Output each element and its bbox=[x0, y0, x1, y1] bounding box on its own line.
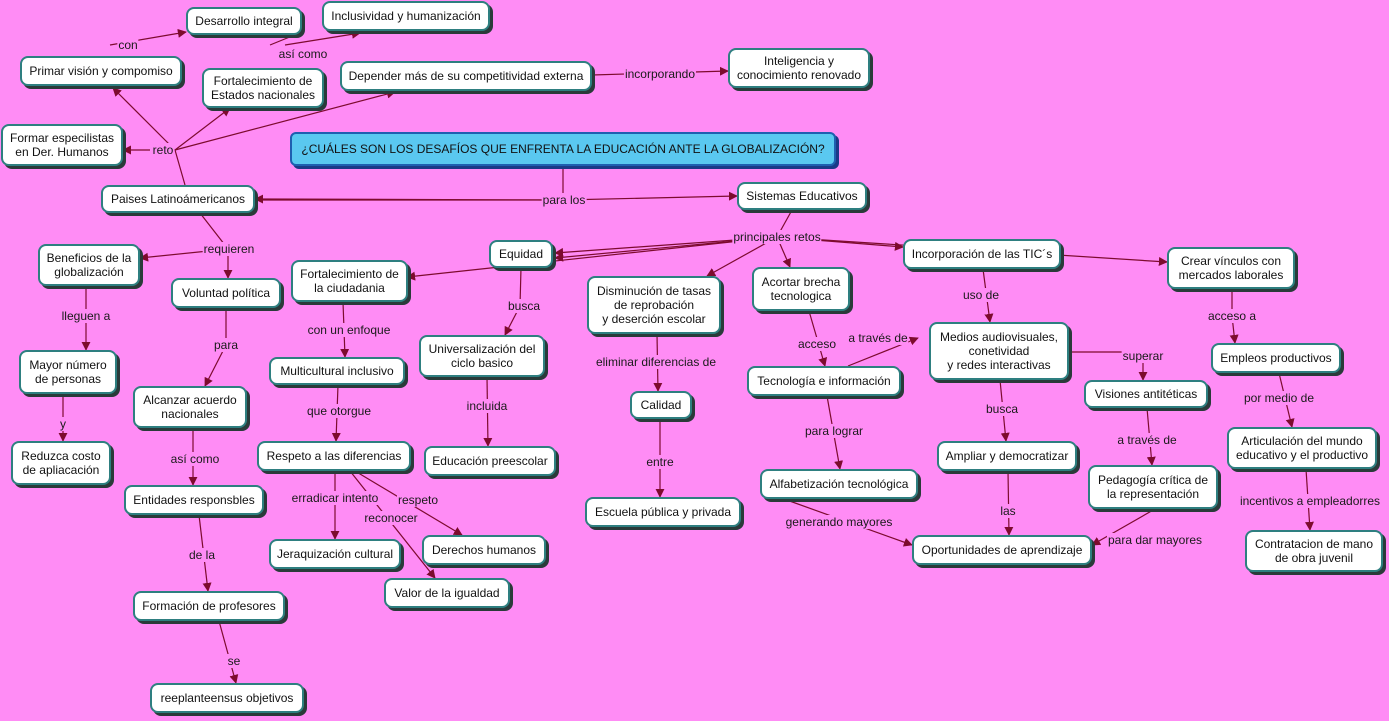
connector-line bbox=[174, 149, 186, 186]
label-de-la: de la bbox=[187, 548, 217, 562]
label-con: con bbox=[117, 38, 139, 52]
connector-line bbox=[562, 191, 738, 201]
label-acceso-2: acceso a bbox=[1206, 309, 1258, 323]
connector-line bbox=[218, 620, 239, 684]
node-tecnologia[interactable]: Tecnología e información bbox=[747, 366, 901, 396]
connector-line bbox=[174, 89, 396, 151]
node-paises-latinoamericanos[interactable]: Paises Latinoámericanos bbox=[101, 185, 255, 213]
label-a-traves-de-2: a través de bbox=[1116, 433, 1178, 447]
node-visiones[interactable]: Visiones antitéticas bbox=[1084, 380, 1208, 408]
label-incluida: incluida bbox=[465, 399, 509, 413]
label-principales-retos: principales retos bbox=[732, 230, 822, 244]
connector-line bbox=[406, 236, 778, 281]
node-desarrollo-integral[interactable]: Desarrollo integral bbox=[186, 7, 302, 35]
label-las: las bbox=[999, 504, 1017, 518]
label-asi-como-2: así como bbox=[169, 452, 221, 466]
node-primar-vision[interactable]: Primar visión y compomiso bbox=[20, 56, 182, 86]
node-formacion-profesores[interactable]: Formación de profesores bbox=[133, 591, 285, 621]
label-para-dar: para dar mayores bbox=[1106, 533, 1204, 547]
connector-line bbox=[254, 194, 564, 204]
label-incorporando: incorporando bbox=[623, 67, 697, 81]
node-pedagogia[interactable]: Pedagogía crítica de la representación bbox=[1088, 465, 1218, 509]
label-superar: superar bbox=[1121, 349, 1165, 363]
node-alfabetizacion[interactable]: Alfabetización tecnológica bbox=[760, 469, 918, 499]
node-entidades[interactable]: Entidades responsbles bbox=[124, 485, 264, 515]
main-question-node[interactable]: ¿CUÁLES SON LOS DESAFÍOS QUE ENFRENTA LA… bbox=[290, 132, 836, 166]
label-respeto: respeto bbox=[396, 493, 440, 507]
node-alcanzar-acuerdo[interactable]: Alcanzar acuerdo nacionales bbox=[133, 386, 247, 428]
node-replanteen[interactable]: reeplanteensus objetivos bbox=[150, 683, 304, 713]
label-con-un-enfoque: con un enfoque bbox=[306, 323, 392, 337]
node-educacion-preescolar[interactable]: Educación preescolar bbox=[424, 446, 556, 476]
label-requieren: requieren bbox=[202, 242, 256, 256]
node-disminucion[interactable]: Disminución de tasas de reprobación y de… bbox=[587, 276, 721, 334]
node-acortar-brecha[interactable]: Acortar brecha tecnologica bbox=[752, 267, 850, 311]
node-empleos[interactable]: Empleos productivos bbox=[1211, 343, 1341, 373]
node-fortalecimiento-estados[interactable]: Fortalecimiento de Estados nacionales bbox=[202, 68, 324, 108]
node-beneficios[interactable]: Beneficios de la globalización bbox=[38, 244, 140, 286]
connector-line bbox=[284, 29, 361, 46]
label-reconocer: reconocer bbox=[363, 511, 419, 525]
label-se: se bbox=[226, 654, 242, 668]
node-depender[interactable]: Depender más de su competitividad extern… bbox=[340, 61, 592, 91]
label-asi-como-1: así como bbox=[277, 47, 329, 61]
node-universalizacion[interactable]: Universalización del ciclo basico bbox=[419, 335, 545, 377]
node-contratacion[interactable]: Contratacion de mano de obra juvenil bbox=[1245, 530, 1383, 572]
label-entre: entre bbox=[645, 455, 675, 469]
node-incorporacion-tics[interactable]: Incorporación de las TIC´s bbox=[903, 239, 1061, 269]
node-inteligencia[interactable]: Inteligencia y conocimiento renovado bbox=[728, 48, 870, 88]
label-incentivos: incentivos a empleadorres bbox=[1238, 494, 1382, 508]
node-equidad[interactable]: Equidad bbox=[489, 240, 553, 268]
node-articulacion[interactable]: Articulación del mundo educativo y el pr… bbox=[1227, 427, 1377, 469]
label-que-otorgue: que otorgue bbox=[305, 404, 373, 418]
label-generando: generando mayores bbox=[784, 515, 894, 529]
node-respeto-diferencias[interactable]: Respeto a las diferencias bbox=[257, 441, 411, 471]
label-para: para bbox=[212, 338, 240, 352]
label-para-lograr: para lograr bbox=[803, 424, 865, 438]
label-erradicar-intento: erradicar intento bbox=[290, 491, 380, 505]
node-oportunidades[interactable]: Oportunidades de aprendizaje bbox=[912, 535, 1092, 565]
label-acceso-1: acceso bbox=[796, 337, 838, 351]
node-reduzca-costo[interactable]: Reduzca costo de apliacación bbox=[11, 441, 111, 485]
node-voluntad-politica[interactable]: Voluntad política bbox=[171, 278, 281, 308]
node-derechos-humanos[interactable]: Derechos humanos bbox=[422, 535, 546, 565]
node-valor-igualdad[interactable]: Valor de la igualdad bbox=[384, 578, 510, 608]
label-y: y bbox=[59, 417, 67, 431]
label-eliminar: eliminar diferencias de bbox=[594, 355, 718, 369]
label-uso-de: uso de bbox=[961, 288, 1001, 302]
node-crear-vinculos[interactable]: Crear vínculos con mercados laborales bbox=[1167, 247, 1295, 289]
node-escuela[interactable]: Escuela pública y privada bbox=[585, 497, 741, 527]
label-a-traves-de-1: a través de bbox=[847, 331, 909, 345]
connector-line bbox=[174, 107, 231, 151]
label-reto: reto bbox=[151, 143, 175, 157]
label-busca-1: busca bbox=[506, 299, 542, 313]
node-multicultural[interactable]: Multicultural inclusivo bbox=[269, 357, 405, 385]
node-mayor-numero[interactable]: Mayor número de personas bbox=[19, 350, 117, 394]
label-por-medio-de: por medio de bbox=[1242, 391, 1316, 405]
connector-line bbox=[1091, 508, 1156, 546]
node-fortalecimiento-ciudadania[interactable]: Fortalecimiento de la ciudadania bbox=[291, 260, 408, 302]
node-sistemas-educativos[interactable]: Sistemas Educativos bbox=[737, 182, 867, 210]
node-inclusividad[interactable]: Inclusividad y humanización bbox=[322, 1, 490, 31]
node-medios-audiovisuales[interactable]: Medios audiovisuales, conetividad y rede… bbox=[929, 322, 1069, 380]
connector-line bbox=[1004, 470, 1014, 536]
node-jerarquizacion[interactable]: Jeraquización cultural bbox=[269, 539, 401, 569]
node-calidad[interactable]: Calidad bbox=[630, 391, 692, 419]
label-busca-2: busca bbox=[984, 402, 1020, 416]
node-ampliar[interactable]: Ampliar y democratizar bbox=[937, 441, 1077, 471]
label-lleguen-a: lleguen a bbox=[60, 309, 112, 323]
label-para-los: para los bbox=[541, 193, 587, 207]
node-formar-especialistas[interactable]: Formar especilistas en Der. Humanos bbox=[1, 124, 123, 166]
connector-line bbox=[112, 87, 176, 151]
